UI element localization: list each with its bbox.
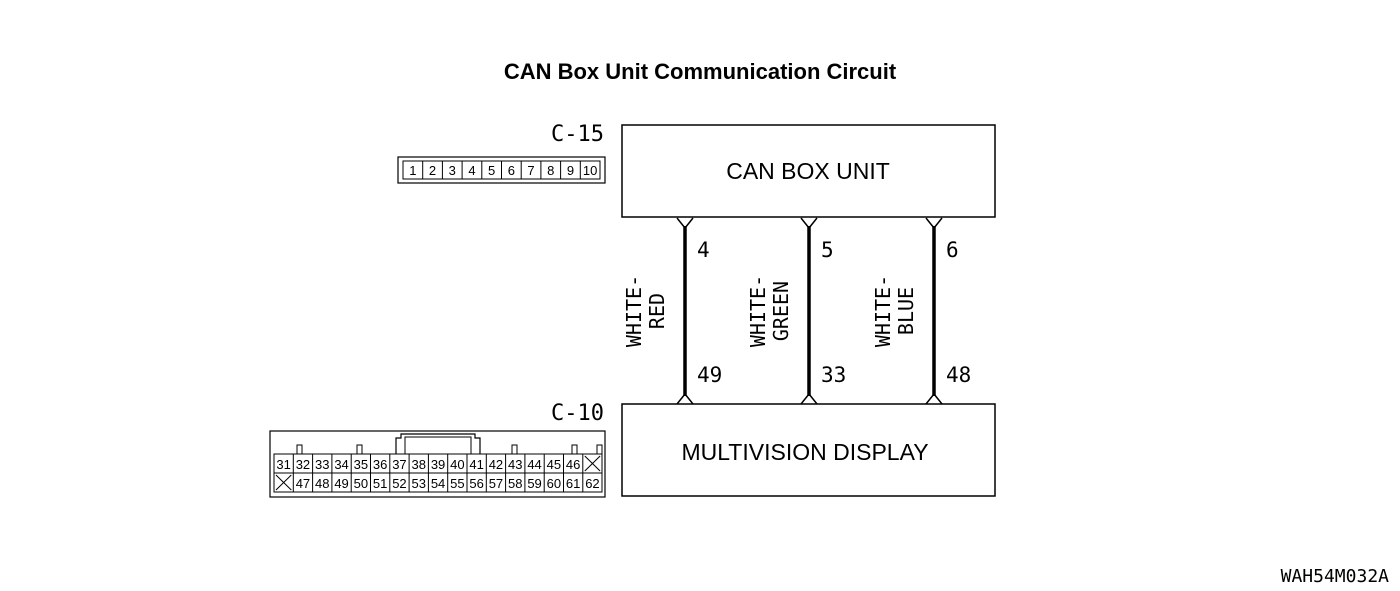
c10-pin-label: 41 (469, 457, 483, 472)
c10-pin-label: 40 (450, 457, 464, 472)
multivision-display-label: MULTIVISION DISPLAY (681, 439, 928, 465)
c10-pin-label: 52 (392, 476, 406, 491)
c10-pin-label: 49 (334, 476, 348, 491)
c10-pin-label: 57 (489, 476, 503, 491)
wire-top-pin-number: 4 (697, 238, 710, 262)
wire-bottom-pin-number: 33 (821, 363, 846, 387)
wire-1: 4 49 WHITE-RED (622, 217, 722, 405)
c10-pin-label: 36 (373, 457, 387, 472)
c10-pin-label: 60 (547, 476, 561, 491)
c10-pin-label: 39 (431, 457, 445, 472)
c10-pin-label: 48 (315, 476, 329, 491)
wire-color-label-line1: WHITE- (622, 275, 646, 347)
wire-top-pin-number: 6 (946, 238, 959, 262)
c10-pin-label: 50 (354, 476, 368, 491)
c15-pin-label: 1 (409, 163, 416, 178)
c15-pin-label: 10 (583, 163, 597, 178)
wire-2: 5 33 WHITE-GREEN (746, 217, 846, 405)
c10-pin-label: 56 (469, 476, 483, 491)
c10-pin-label: 55 (450, 476, 464, 491)
c10-pin-label: 45 (547, 457, 561, 472)
c10-pin-label: 37 (392, 457, 406, 472)
can-box-unit-box (621, 124, 996, 218)
c10-pin-label: 51 (373, 476, 387, 491)
wire-color-label-line1: WHITE- (746, 275, 770, 347)
connector-id-c15: C-15 (551, 122, 604, 147)
c15-pin-label: 2 (429, 163, 436, 178)
c15-pin-label: 3 (449, 163, 456, 178)
c10-pin-label: 42 (489, 457, 503, 472)
wire-top-pin-number: 5 (821, 238, 834, 262)
c15-pin-label: 9 (567, 163, 574, 178)
c15-pin-label: 8 (547, 163, 554, 178)
c10-pin-label: 61 (566, 476, 580, 491)
c10-pin-label: 59 (527, 476, 541, 491)
figure-code: WAH54M032A (1281, 566, 1390, 587)
connector-face-c10: 31 32 33 34 35 36 37 38 39 40 41 42 43 44 45 46 47 48 49 50… (269, 430, 606, 498)
c15-pin-label: 5 (488, 163, 495, 178)
c10-pin-label: 32 (296, 457, 310, 472)
can-box-unit-label: CAN BOX UNIT (726, 158, 890, 184)
c10-pin-label: 53 (412, 476, 426, 491)
wire-bottom-pin-number: 48 (946, 363, 971, 387)
c10-pin-label: 54 (431, 476, 445, 491)
c10-pin-label: 47 (296, 476, 310, 491)
wire-bottom-pin-number: 49 (697, 363, 722, 387)
c15-pin-label: 6 (508, 163, 515, 178)
wire-3: 6 48 WHITE-BLUE (871, 217, 971, 405)
c15-pin-label: 4 (468, 163, 475, 178)
c10-pin-label: 58 (508, 476, 522, 491)
wire-color-label-line1: WHITE- (871, 275, 895, 347)
c10-pin-label: 38 (412, 457, 426, 472)
multivision-display-box (621, 403, 996, 497)
c10-pin-label: 43 (508, 457, 522, 472)
c10-pin-label: 34 (334, 457, 348, 472)
c10-pin-label: 46 (566, 457, 580, 472)
wire-color-label-line2: GREEN (769, 281, 793, 341)
c10-pin-label: 35 (354, 457, 368, 472)
c10-pin-label: 62 (585, 476, 599, 491)
diagram-title: CAN Box Unit Communication Circuit (504, 59, 897, 84)
wire-color-label-line2: BLUE (894, 287, 918, 335)
wire-color-label-line2: RED (645, 293, 669, 329)
c15-pin-label: 7 (527, 163, 534, 178)
connector-id-c10: C-10 (551, 401, 604, 426)
c10-pin-label: 33 (315, 457, 329, 472)
c10-pin-label: 44 (527, 457, 541, 472)
c10-pin-label: 31 (276, 457, 290, 472)
